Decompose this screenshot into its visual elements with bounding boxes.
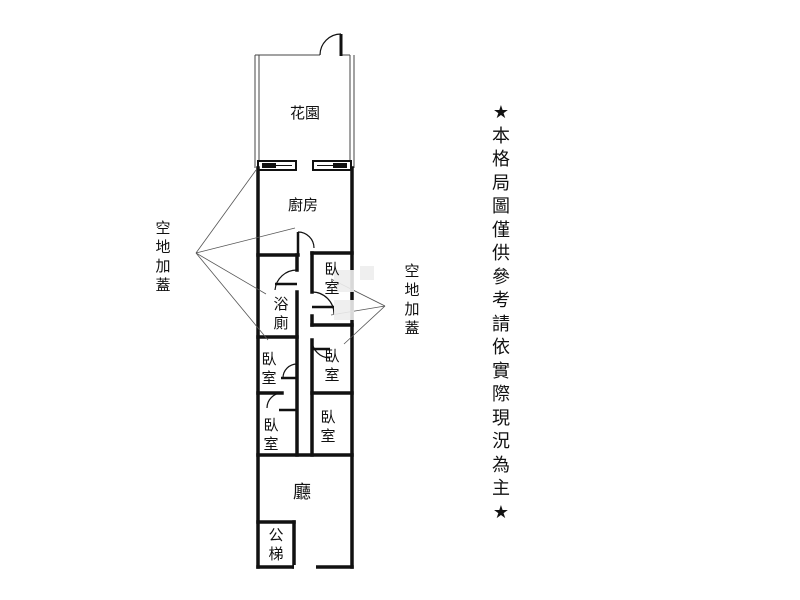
bedroom-left-1-label: 臥室 bbox=[261, 350, 277, 387]
bedroom-left-2-label: 臥室 bbox=[263, 416, 279, 453]
kitchen-label: 廚房 bbox=[287, 196, 318, 214]
watermark bbox=[334, 266, 374, 320]
garden-door bbox=[319, 33, 343, 56]
walls bbox=[256, 166, 354, 569]
disclaimer-note: ★本格局圖僅供參考請依實際現況為主★ bbox=[492, 102, 510, 523]
bedroom-right-3-label: 臥室 bbox=[320, 408, 336, 445]
garden-outline bbox=[254, 54, 355, 168]
garden-label: 花園 bbox=[289, 104, 320, 122]
bathroom-label: 浴廁 bbox=[273, 295, 289, 332]
left-extension-pointers bbox=[195, 169, 296, 341]
bedroom-right-1-label: 臥室 bbox=[324, 260, 340, 297]
hall-label: 廳 bbox=[293, 482, 311, 503]
door-swings bbox=[266, 231, 335, 569]
left-extension-label: 空地加蓋 bbox=[155, 219, 171, 294]
stairs-label: 公梯 bbox=[268, 526, 284, 563]
windows bbox=[257, 160, 352, 171]
right-extension-label: 空地加蓋 bbox=[404, 262, 420, 337]
bedroom-right-2-label: 臥室 bbox=[324, 347, 340, 384]
